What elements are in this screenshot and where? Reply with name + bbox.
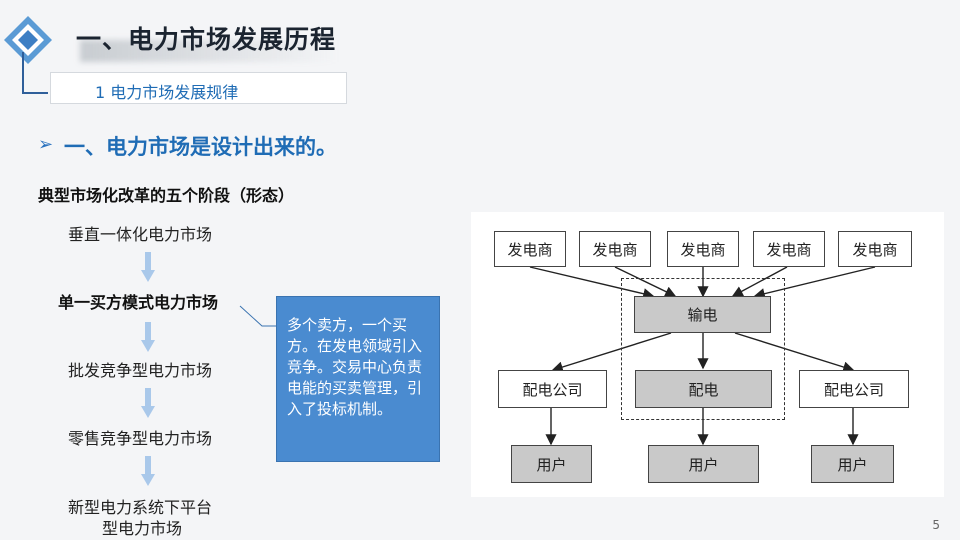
title-decoration-hline [22,92,48,94]
transmission-box: 输电 [634,296,771,333]
stage-item: 批发竞争型电力市场 [68,361,213,380]
title-shadow [80,40,340,62]
stage-item: 零售竞争型电力市场 [68,429,213,448]
subtitle-box: 1 电力市场发展规律 [50,72,347,104]
user-box: 用户 [648,445,759,483]
callout-pointer [239,305,276,327]
generator-box: 发电商 [494,231,566,267]
user-box: 用户 [511,445,592,483]
generator-box: 发电商 [753,231,825,267]
market-structure-diagram: 发电商 发电商 发电商 发电商 发电商 输电 配电公司 配电 配电公司 用户 用… [471,212,944,497]
down-arrow-icon [141,252,155,282]
bullet-arrow-icon: ➢ [38,134,54,155]
page-title: 一、电力市场发展历程 [76,25,337,54]
title-decoration-line [22,52,24,92]
down-arrow-icon [141,456,155,486]
user-box: 用户 [811,445,894,483]
stage-item-highlighted: 单一买方模式电力市场 [58,293,219,312]
distribution-company-box: 配电公司 [498,370,607,408]
callout-box: 多个卖方，一个买方。在发电领域引入竞争。交易中心负责电能的买卖管理，引入了投标机… [276,296,440,462]
point-heading: 一、电力市场是设计出来的。 [64,135,337,159]
generator-box: 发电商 [838,231,912,267]
down-arrow-icon [141,322,155,352]
distribution-box: 配电 [635,370,772,408]
diamond-decoration-icon [4,16,52,64]
generator-box: 发电商 [667,231,739,267]
stage-item-continued: 型电力市场 [102,519,183,538]
stage-item: 垂直一体化电力市场 [68,225,213,244]
generator-box: 发电商 [579,231,651,267]
distribution-company-box: 配电公司 [799,370,909,408]
subtitle: 1 电力市场发展规律 [95,83,239,102]
down-arrow-icon [141,388,155,418]
stage-heading: 典型市场化改革的五个阶段（形态） [38,186,295,205]
stage-item: 新型电力系统下平台 [68,498,213,517]
diagram-arrows [529,266,876,446]
dashed-boundary [621,278,785,420]
page-number: 5 [932,518,940,532]
